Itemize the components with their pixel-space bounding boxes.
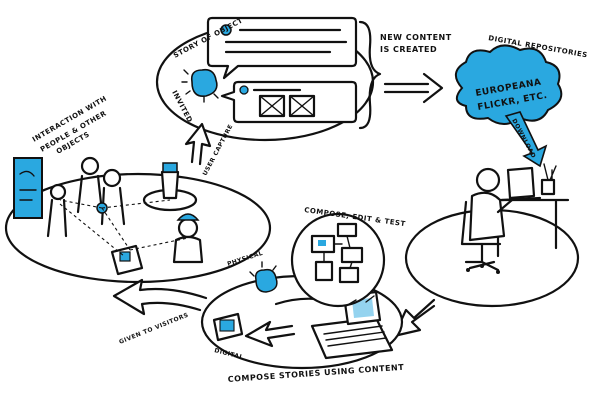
desk-scene xyxy=(404,163,580,308)
monitor-content xyxy=(19,170,37,201)
speech-bubble-icon xyxy=(206,16,358,80)
story-ellipse-group: STORY OF OBJECT INVITED xyxy=(155,16,375,142)
zoom-connector xyxy=(345,295,375,307)
mug-icon xyxy=(540,178,556,196)
object-glow-lines xyxy=(181,69,219,103)
connection-lines xyxy=(59,199,189,257)
new-content-line2: IS CREATED xyxy=(380,45,437,54)
visitor-hat-icon xyxy=(176,213,200,221)
zoom-circle xyxy=(290,212,386,308)
pens-icon xyxy=(543,163,557,181)
person-body xyxy=(46,198,68,238)
physical-glow-lines xyxy=(249,261,277,277)
pedestal-icon xyxy=(160,170,180,200)
arrow-left-icon xyxy=(244,320,296,348)
physical-object-icon xyxy=(254,268,278,293)
visitor-body-icon xyxy=(172,235,204,264)
image-cross-1 xyxy=(259,95,285,117)
arrow-back-to-gallery-icon xyxy=(112,278,208,316)
museum-object-icon xyxy=(190,68,218,98)
laptop-icon xyxy=(506,166,536,200)
flow-connectors xyxy=(323,235,353,269)
image-frame-2 xyxy=(288,94,316,118)
tablet-screen-icon xyxy=(219,319,235,332)
bubble-text-lines xyxy=(224,28,348,54)
pedestal-object-icon xyxy=(162,162,178,173)
flow-box-4 xyxy=(314,260,334,282)
person-head-icon xyxy=(475,167,501,193)
flow-box-2 xyxy=(336,222,358,238)
laptop-base xyxy=(500,196,542,202)
keyboard-rows xyxy=(323,325,387,347)
person-body-icon xyxy=(468,191,506,242)
person-icon-3 xyxy=(102,168,122,188)
given-to-visitors-label: GIVEN TO VISITORS xyxy=(118,312,190,346)
arrow-up-icon xyxy=(184,122,212,166)
brace-shape xyxy=(358,20,382,130)
chair-wheel-1 xyxy=(466,268,470,272)
kiosk-screen-icon xyxy=(119,251,131,262)
flow-box-5 xyxy=(338,266,360,284)
flow-box-highlight xyxy=(318,240,326,246)
arrow-down-icon xyxy=(504,111,548,168)
arrow-right-icon xyxy=(383,72,444,104)
image-frame-1 xyxy=(258,94,286,118)
compose-screen-fill xyxy=(352,298,374,318)
bubble2-dot-icon xyxy=(239,85,249,95)
cloud-icon xyxy=(455,44,563,125)
person-icon xyxy=(49,183,67,201)
chair-wheel-3 xyxy=(480,264,484,268)
image-cross-2 xyxy=(289,95,315,117)
flow-box-3 xyxy=(340,246,364,264)
chair-wheel-2 xyxy=(496,270,500,274)
person-arm xyxy=(496,198,514,214)
visitor-head-icon xyxy=(177,217,199,239)
person-icon-2 xyxy=(80,156,100,176)
chair-icon xyxy=(460,200,502,272)
bubble-dot-icon xyxy=(220,24,232,36)
monitor-icon xyxy=(13,157,43,219)
new-content-line1: NEW CONTENT xyxy=(380,33,452,42)
